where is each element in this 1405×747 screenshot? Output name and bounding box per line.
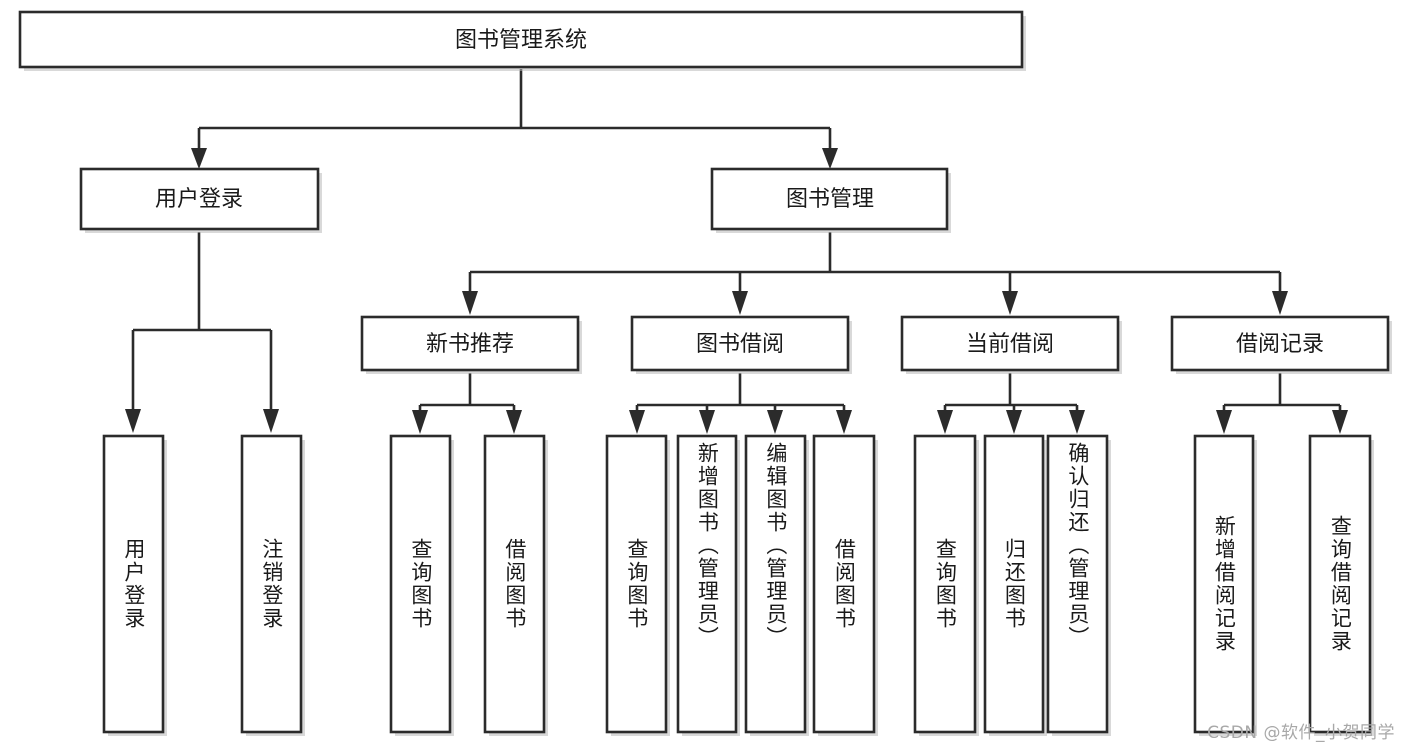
- connector-group-user-login: [125, 232, 279, 433]
- arrow-head-br-leaf-1: [1216, 410, 1232, 434]
- node-leaf-cb-confirm-return-box[interactable]: [1046, 434, 1109, 734]
- node-leaf-br-query-record-box[interactable]: [1308, 434, 1372, 734]
- arrow-head-nbr-leaf-2: [506, 410, 522, 434]
- arrow-head-leaf-user-login: [125, 409, 141, 433]
- node-root[interactable]: 图书管理系统: [18, 10, 1026, 71]
- node-root-box[interactable]: [18, 10, 1024, 69]
- node-leaf-user-login[interactable]: [102, 434, 167, 736]
- node-leaf-bb-edit-book[interactable]: [744, 434, 809, 736]
- arrow-head-book-borrow: [732, 291, 748, 315]
- arrow-head-bb-leaf-2: [699, 410, 715, 434]
- node-leaf-bb-add-book[interactable]: [676, 434, 740, 736]
- node-leaf-bb-borrow-book[interactable]: [812, 434, 878, 736]
- node-leaf-nbr-query-book-box[interactable]: [389, 434, 452, 734]
- node-leaf-br-query-record[interactable]: [1308, 434, 1374, 736]
- arrow-head-nbr-leaf-1: [412, 410, 428, 434]
- node-leaf-logout[interactable]: [240, 434, 305, 736]
- node-current-borrow-box[interactable]: [900, 315, 1120, 372]
- arrow-head-bb-leaf-1: [629, 410, 645, 434]
- connector-group-current-borrow: [937, 373, 1085, 434]
- node-new-book-recommend-box[interactable]: [360, 315, 580, 372]
- watermark: CSDN @软件_小贺同学: [1207, 723, 1395, 743]
- connector-group-root: [191, 69, 838, 169]
- node-book-borrow-label: 图书借阅: [696, 332, 784, 357]
- connector-group-borrow-record: [1216, 373, 1348, 434]
- node-leaf-user-login-box[interactable]: [102, 434, 165, 734]
- node-user-login-box[interactable]: [79, 167, 320, 231]
- node-leaf-nbr-query-book[interactable]: [389, 434, 454, 736]
- node-leaf-bb-query-book-box[interactable]: [605, 434, 668, 734]
- node-leaf-bb-edit-book-box[interactable]: [744, 434, 807, 734]
- node-current-borrow[interactable]: 当前借阅: [900, 315, 1122, 374]
- arrow-head-bb-leaf-3: [767, 410, 783, 434]
- node-book-borrow[interactable]: 图书借阅: [630, 315, 852, 374]
- node-root-label: 图书管理系统: [455, 28, 587, 53]
- node-new-book-recommend[interactable]: 新书推荐: [360, 315, 582, 374]
- node-leaf-bb-add-book-box[interactable]: [676, 434, 738, 734]
- node-user-login-label: 用户登录: [155, 187, 243, 212]
- node-leaf-bb-query-book[interactable]: [605, 434, 670, 736]
- node-current-borrow-label: 当前借阅: [966, 332, 1054, 357]
- node-leaf-cb-return-book-box[interactable]: [983, 434, 1045, 734]
- node-leaf-nbr-borrow-book[interactable]: [483, 434, 548, 736]
- arrow-head-cb-leaf-3: [1069, 410, 1085, 434]
- node-leaf-nbr-borrow-book-box[interactable]: [483, 434, 546, 734]
- node-leaf-cb-return-book[interactable]: [983, 434, 1047, 736]
- arrow-head-cb-leaf-2: [1006, 410, 1022, 434]
- arrow-head-borrow-record: [1272, 291, 1288, 315]
- node-borrow-record[interactable]: 借阅记录: [1170, 315, 1392, 374]
- arrow-head-book-manage: [822, 148, 838, 169]
- node-leaf-cb-query-book-box[interactable]: [913, 434, 977, 734]
- node-book-manage-box[interactable]: [710, 167, 949, 231]
- connector-group-book-manage: [462, 232, 1288, 315]
- connector-group-new-book-recommend: [412, 373, 522, 434]
- node-borrow-record-box[interactable]: [1170, 315, 1390, 372]
- node-book-manage[interactable]: 图书管理: [710, 167, 951, 233]
- arrow-head-current-borrow: [1002, 291, 1018, 315]
- node-leaf-br-add-record-box[interactable]: [1193, 434, 1255, 734]
- node-borrow-record-label: 借阅记录: [1236, 332, 1324, 357]
- node-leaf-cb-confirm-return[interactable]: [1046, 434, 1111, 736]
- node-book-borrow-box[interactable]: [630, 315, 850, 372]
- connector-group-book-borrow: [629, 373, 852, 434]
- node-book-manage-label: 图书管理: [786, 187, 874, 212]
- arrow-head-new-book-recommend: [462, 291, 478, 315]
- arrow-head-user-login: [191, 148, 207, 169]
- node-leaf-br-add-record[interactable]: [1193, 434, 1257, 736]
- node-leaf-bb-borrow-book-box[interactable]: [812, 434, 876, 734]
- arrow-head-br-leaf-2: [1332, 410, 1348, 434]
- arrow-head-cb-leaf-1: [937, 410, 953, 434]
- node-leaf-cb-query-book[interactable]: [913, 434, 979, 736]
- node-leaf-logout-box[interactable]: [240, 434, 303, 734]
- node-user-login[interactable]: 用户登录: [79, 167, 322, 233]
- arrow-head-leaf-logout: [263, 409, 279, 433]
- arrow-head-bb-leaf-4: [836, 410, 852, 434]
- node-new-book-recommend-label: 新书推荐: [426, 332, 514, 357]
